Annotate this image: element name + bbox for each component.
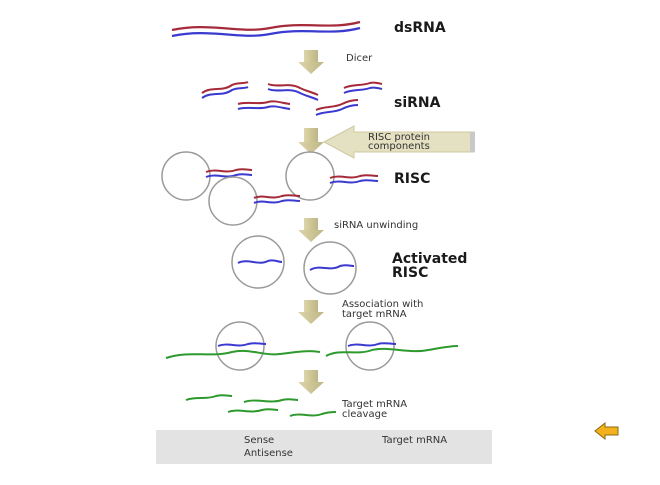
flow-arrow-4 [298, 300, 324, 324]
cleaved-mrna-fragments [185, 394, 337, 417]
label-activated-2: RISC [392, 265, 429, 281]
label-unwinding: siRNA unwinding [334, 220, 419, 231]
label-sirna: siRNA [394, 95, 441, 111]
association-with-target [165, 321, 459, 371]
flow-arrow-3 [298, 218, 324, 242]
label-association-2: target mRNA [342, 309, 407, 320]
label-risc-protein-2: components [368, 141, 430, 152]
label-association-1: Association with [342, 299, 424, 310]
flow-arrow-5 [298, 370, 324, 394]
risc-protein-components-arrow [322, 125, 475, 159]
activated-risc-complexes [231, 235, 357, 295]
flow-arrow-2 [298, 128, 324, 154]
label-dicer: Dicer [346, 53, 373, 64]
back-button[interactable] [594, 421, 620, 441]
legend-sense: Sense [244, 435, 275, 446]
legend: Sense Antisense Target mRNA [156, 430, 492, 464]
legend-target-mrna: Target mRNA [382, 435, 448, 446]
label-cleavage-1: Target mRNA [342, 399, 408, 410]
sirna-fragments [201, 81, 383, 116]
label-risc-protein-1: RISC protein [368, 132, 430, 143]
risc-complexes [161, 151, 379, 226]
flow-arrow-1 [298, 50, 324, 74]
legend-antisense: Antisense [244, 448, 293, 459]
dsrna-molecule [171, 20, 361, 38]
label-activated-1: Activated [392, 251, 468, 267]
label-dsrna: dsRNA [394, 20, 446, 36]
label-risc: RISC [394, 171, 431, 187]
back-arrow-icon [594, 421, 619, 441]
label-cleavage-2: cleavage [342, 409, 388, 420]
